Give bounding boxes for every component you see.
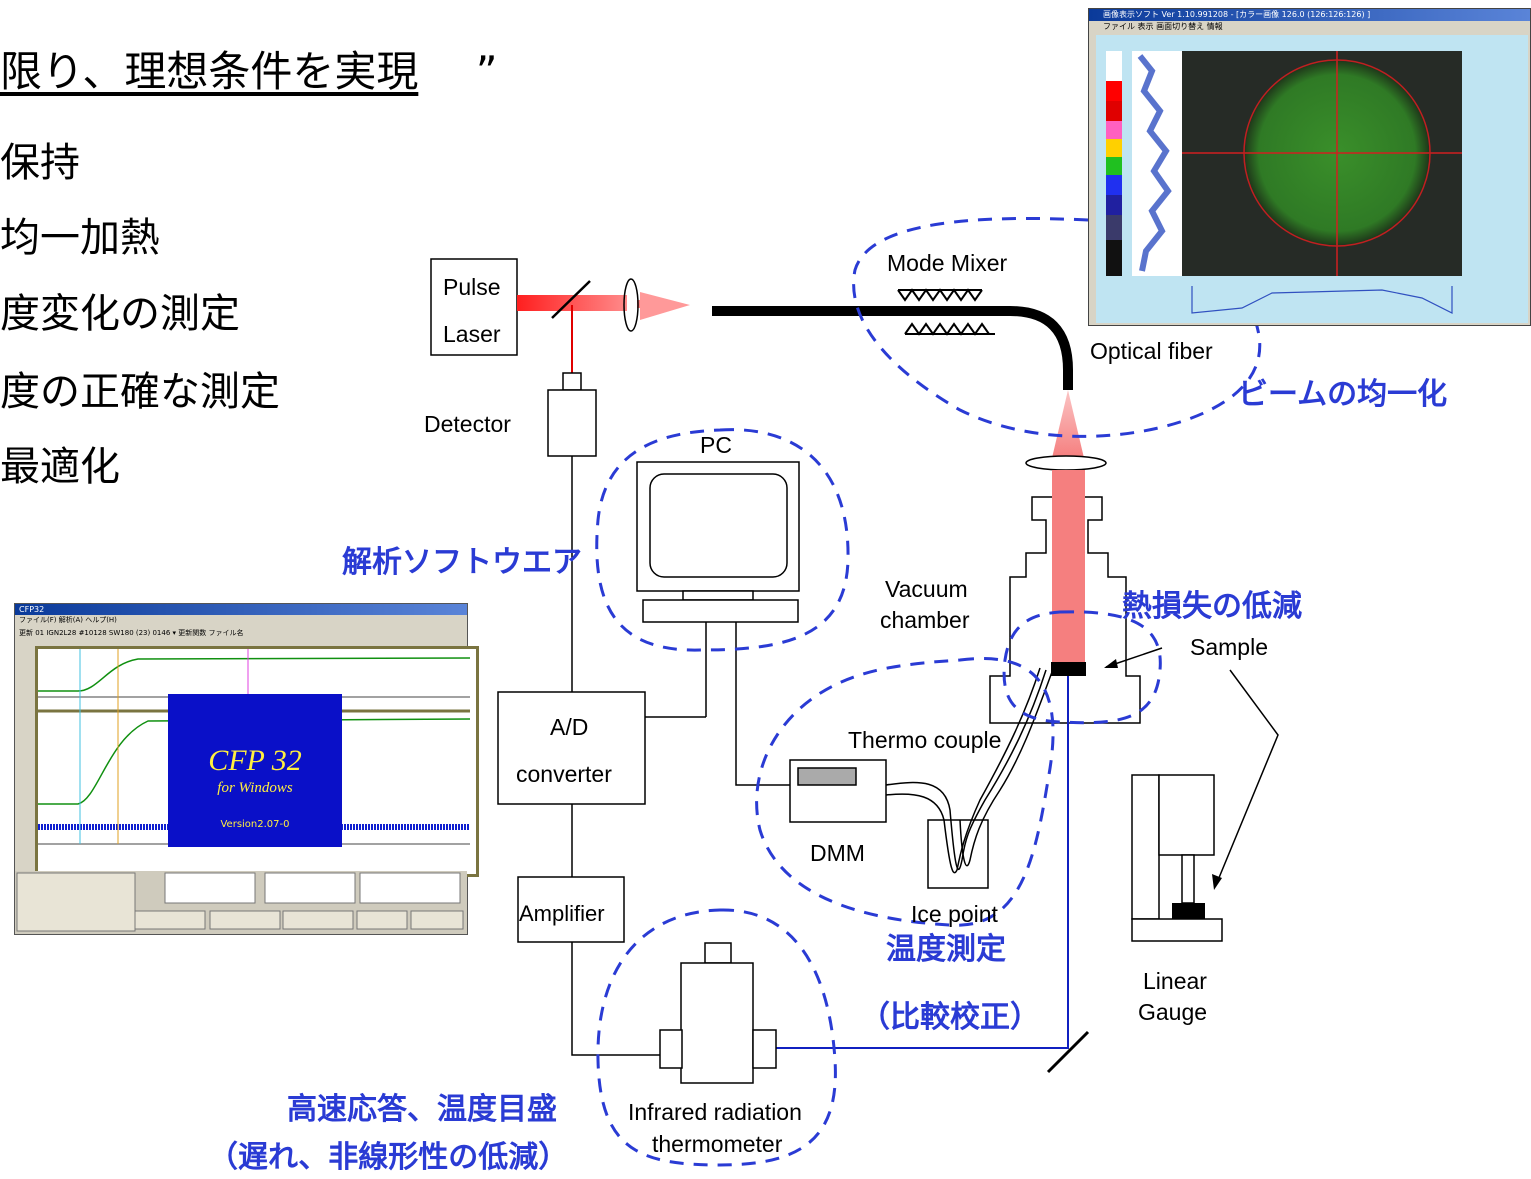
- annotation-delay-reduce: （遅れ、非線形性の低減）: [208, 1140, 569, 1175]
- beam-color-scale: [1106, 51, 1122, 276]
- label-chamber: chamber: [880, 607, 970, 633]
- lens-1: [623, 278, 639, 332]
- cfp-toolbar: 更新 01 IGN2L28 #10128 SW180 (23) 0146 ▾ 更…: [19, 629, 244, 637]
- annotation-fast-response: 高速応答、温度目盛: [287, 1092, 557, 1127]
- label-dmm: DMM: [810, 840, 865, 866]
- label-laser: Laser: [443, 321, 501, 347]
- label-linear: Linear: [1143, 968, 1207, 994]
- label-pc: PC: [700, 432, 732, 458]
- region-beam-uniform: [852, 216, 1262, 438]
- annotation-temp-measure: 温度測定: [886, 932, 1006, 967]
- beam-cone: [1052, 390, 1084, 458]
- linear-gauge: [1131, 774, 1160, 920]
- detector-box: [547, 389, 597, 457]
- ir-path: [776, 676, 1069, 1049]
- cfp-splash-version: Version2.07-0: [220, 819, 290, 830]
- annotation-beam-uniform: ビームの均一化: [1238, 377, 1448, 412]
- label-infrared: Infrared radiation: [628, 1099, 802, 1125]
- cfp-software-screenshot: CFP32 ファイル(F) 解析(A) ヘルプ(H) 更新 01 IGN2L28…: [14, 603, 479, 935]
- label-ad: A/D: [550, 714, 589, 740]
- label-vacuum: Vacuum: [885, 576, 968, 602]
- heading-quote: ”: [475, 47, 498, 96]
- cfp-splash-subtitle: for Windows: [217, 780, 293, 796]
- annotation-analysis-software: 解析ソフトウエア: [342, 545, 582, 580]
- mode-mixer-bottom: [904, 322, 995, 336]
- slide-heading: 限り、理想条件を実現 ”: [0, 38, 497, 99]
- ir-thermometer-box: [680, 962, 754, 1084]
- bullet-1: 保持: [0, 140, 80, 186]
- mode-mixer-top: [897, 288, 983, 302]
- region-heat-loss: [1002, 610, 1162, 725]
- beam-body: [1096, 35, 1528, 323]
- heading-text: 限り、理想条件を実現: [0, 47, 419, 96]
- pc-keyboard: [642, 599, 799, 623]
- bullet-2: 均一加熱: [0, 215, 160, 261]
- label-thermo-couple: Thermo couple: [848, 727, 1002, 753]
- vacuum-chamber: [989, 496, 1141, 724]
- beam-splitter: [551, 280, 591, 319]
- ad-converter-box: [497, 691, 646, 805]
- sample: [1051, 662, 1086, 676]
- cfp-splash-title: CFP 32: [208, 744, 302, 777]
- cfp-splash: CFP 32 for Windows Version2.07-0: [168, 694, 342, 847]
- cfp-title-bar: CFP32: [15, 604, 467, 615]
- beam-vertical-profile: [1132, 51, 1182, 276]
- bullet-5: 最適化: [0, 444, 120, 490]
- lens-2: [1025, 455, 1107, 471]
- annotation-comparison: （比較校正）: [860, 1000, 1040, 1035]
- label-mode-mixer: Mode Mixer: [887, 250, 1008, 276]
- beam-horizontal-profile: [1182, 278, 1462, 323]
- amplifier-box: [517, 876, 625, 943]
- mirror: [1046, 1030, 1090, 1074]
- thermocouple-wire: [885, 669, 1047, 871]
- region-analysis-software: [595, 428, 850, 652]
- label-sample: Sample: [1190, 634, 1268, 660]
- annotation-heat-loss: 熱損失の低減: [1122, 589, 1302, 624]
- label-optical-fiber: Optical fiber: [1090, 338, 1213, 364]
- beam-title-bar: 画像表示ソフト Ver 1.10.991208 - [カラー画像 126.0 (…: [1089, 9, 1530, 21]
- region-temp-measure: [755, 657, 1055, 927]
- beam-menu-bar: ファイル 表示 画面切り替え 情報: [1103, 22, 1223, 31]
- label-converter: converter: [516, 761, 612, 787]
- region-fast-response: [596, 908, 837, 1167]
- beam-image: [1182, 51, 1462, 276]
- cfp-menu-bar: ファイル(F) 解析(A) ヘルプ(H): [19, 616, 117, 624]
- label-thermometer: thermometer: [652, 1131, 783, 1157]
- label-amplifier: Amplifier: [519, 901, 605, 926]
- label-gauge: Gauge: [1138, 999, 1208, 1025]
- bullet-3: 度変化の測定: [0, 291, 240, 337]
- laser-beam: [517, 295, 627, 311]
- label-detector: Detector: [424, 411, 511, 437]
- optical-fiber: [712, 306, 1073, 390]
- focused-beam: [640, 292, 690, 320]
- label-ice-point: Ice point: [911, 901, 998, 927]
- label-pulse: Pulse: [443, 274, 501, 300]
- bullet-4: 度の正確な測定: [0, 369, 280, 415]
- beam-profile-screenshot: 画像表示ソフト Ver 1.10.991208 - [カラー画像 126.0 (…: [1088, 8, 1531, 326]
- cfp-control-panel: [15, 871, 467, 934]
